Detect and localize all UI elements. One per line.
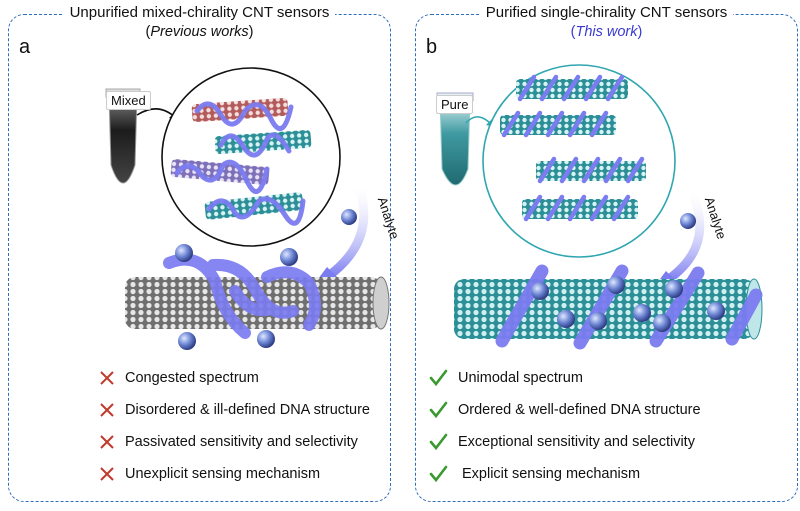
check-icon bbox=[429, 465, 448, 483]
analyte-ball-icon bbox=[680, 213, 696, 229]
subtitle-open-paren: ( bbox=[570, 24, 576, 40]
cross-icon bbox=[100, 467, 114, 481]
analyte-ball-icon bbox=[178, 332, 196, 350]
list-item-text: Explicit sensing mechanism bbox=[462, 466, 641, 482]
list-item-text: Congested spectrum bbox=[125, 370, 259, 386]
analyte-ball-icon bbox=[653, 314, 671, 332]
cross-icon bbox=[100, 435, 114, 449]
subtitle-close-paren: ) bbox=[248, 24, 254, 40]
panel-b-title-wrap: Purified single-chirality CNT sensors bbox=[416, 4, 797, 22]
cross-icon bbox=[100, 371, 114, 385]
panel-b-subtitle-text: This work bbox=[575, 24, 638, 40]
mixed-tube-label: Mixed bbox=[106, 91, 151, 110]
list-item-text: Passivated sensitivity and selectivity bbox=[125, 434, 358, 450]
pure-tube-label: Pure bbox=[436, 95, 474, 114]
analyte-ball-icon bbox=[589, 312, 607, 330]
panel-b: Purified single-chirality CNT sensors (T… bbox=[415, 4, 798, 502]
analyte-ball-icon bbox=[557, 310, 575, 328]
disordered-dna-icon bbox=[174, 101, 306, 226]
panel-b-letter: b bbox=[426, 36, 438, 58]
cross-icon bbox=[100, 403, 114, 417]
subtitle-open-paren: ( bbox=[145, 24, 151, 40]
analyte-arrow-icon bbox=[324, 185, 369, 281]
analyte-ball-icon bbox=[531, 282, 549, 300]
check-icon bbox=[429, 433, 448, 451]
list-item-text: Unexplicit sensing mechanism bbox=[125, 466, 321, 482]
panel-b-subtitle: (This work) bbox=[416, 24, 797, 40]
list-item-text: Disordered & ill-defined DNA structure bbox=[125, 402, 370, 418]
analyte-ball-icon bbox=[665, 280, 683, 298]
analyte-ball-icon bbox=[280, 248, 298, 266]
analyte-ball-icon bbox=[341, 209, 357, 225]
analyte-ball-icon bbox=[707, 302, 725, 320]
panel-b-title: Purified single-chirality CNT sensors bbox=[479, 4, 734, 21]
list-item-text: Unimodal spectrum bbox=[458, 370, 583, 386]
panel-a-illustration bbox=[105, 67, 390, 350]
panel-a-subtitle-text: Previous works bbox=[150, 24, 249, 40]
analyte-arrow-icon bbox=[663, 191, 705, 285]
ordered-dna-icon bbox=[501, 74, 645, 222]
subtitle-close-paren: ) bbox=[637, 24, 643, 40]
check-icon bbox=[429, 369, 448, 387]
panel-a-subtitle: (Previous works) bbox=[9, 24, 390, 40]
analyte-ball-icon bbox=[607, 276, 625, 294]
panel-a: Unpurified mixed-chirality CNT sensors (… bbox=[8, 4, 402, 502]
analyte-ball-icon bbox=[257, 330, 275, 348]
list-item-text: Exceptional sensitivity and selectivity bbox=[458, 434, 695, 450]
analyte-ball-icon bbox=[175, 244, 193, 262]
panel-a-title-wrap: Unpurified mixed-chirality CNT sensors bbox=[9, 4, 390, 22]
panel-a-title: Unpurified mixed-chirality CNT sensors bbox=[63, 4, 336, 21]
list-item-text: Ordered & well-defined DNA structure bbox=[458, 402, 701, 418]
panel-b-illustration bbox=[436, 64, 763, 350]
panel-a-letter: a bbox=[19, 36, 31, 58]
check-icon bbox=[429, 401, 448, 419]
analyte-ball-icon bbox=[633, 304, 651, 322]
